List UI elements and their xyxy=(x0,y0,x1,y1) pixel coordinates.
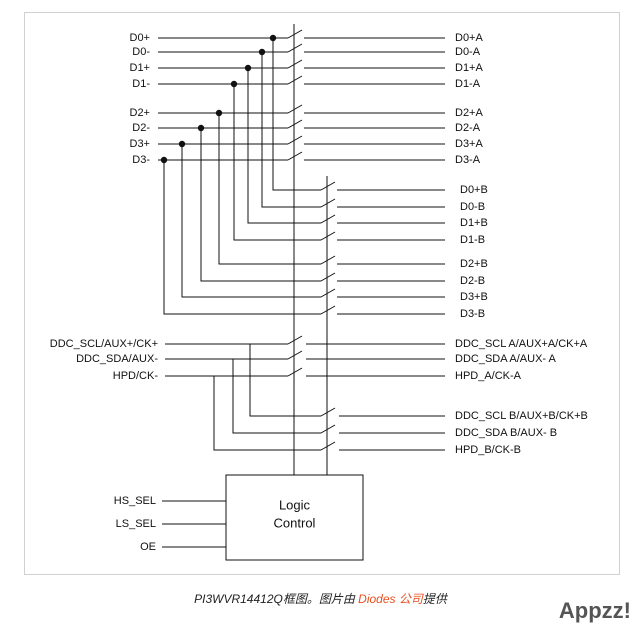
port-b-label-0: D0+B xyxy=(460,184,488,196)
aux-b-label-1: DDC_SDA B/AUX- B xyxy=(455,427,557,439)
control-input-label-1: LS_SEL xyxy=(116,518,156,530)
aux-a-label-2: HPD_A/CK-A xyxy=(455,370,522,382)
control-input-label-2: OE xyxy=(140,541,156,553)
aux-switch-a-blade-1 xyxy=(287,350,303,360)
block-diagram: D0+ D0+A D0+B D0- D0-A D0-B D1+ D1+A D1+B D1- D1-A… xyxy=(50,24,588,561)
aux-bus-to-b-0 xyxy=(249,344,321,417)
watermark-logo: Appzz! xyxy=(558,598,631,623)
switch-a-blade-4 xyxy=(287,104,303,114)
bus-to-port-b-7 xyxy=(163,160,321,315)
logic-label-line1: Logic xyxy=(279,497,311,512)
port-b-label-1: D0-B xyxy=(460,201,485,213)
bus-to-port-b-2 xyxy=(247,68,321,224)
switch-a-blade-0 xyxy=(287,29,303,39)
switch-b-blade-2 xyxy=(320,214,336,224)
switch-a-blade-2 xyxy=(287,59,303,69)
port-a-label-0: D0+A xyxy=(455,32,483,44)
port-a-label-3: D1-A xyxy=(455,78,481,90)
port-b-label-6: D3+B xyxy=(460,291,488,303)
aux-a-label-0: DDC_SCL A/AUX+A/CK+A xyxy=(455,338,588,350)
switch-b-blade-1 xyxy=(320,198,336,208)
bus-to-port-b-1 xyxy=(261,52,321,208)
bus-to-port-b-5 xyxy=(200,128,321,282)
bus-to-port-b-4 xyxy=(218,113,321,265)
port-a-label-6: D3+A xyxy=(455,138,483,150)
aux-b-label-2: HPD_B/CK-B xyxy=(455,444,521,456)
logic-label-line2: Control xyxy=(274,515,316,530)
switch-a-blade-3 xyxy=(287,75,303,85)
aux-bus-to-b-1 xyxy=(232,359,321,434)
port-a-label-4: D2+A xyxy=(455,107,483,119)
input-label-1: D0- xyxy=(132,46,150,58)
switch-b-blade-5 xyxy=(320,272,336,282)
aux-switch-a-blade-0 xyxy=(287,335,303,345)
port-a-label-7: D3-A xyxy=(455,154,481,166)
input-label-4: D2+ xyxy=(130,107,151,119)
figure-caption: PI3WVR14412Q框图。图片由 Diodes 公司提供 xyxy=(0,590,641,607)
input-label-7: D3- xyxy=(132,154,150,166)
switch-a-blade-1 xyxy=(287,43,303,53)
port-b-label-3: D1-B xyxy=(460,234,485,246)
aux-a-label-1: DDC_SDA A/AUX- A xyxy=(455,353,557,365)
bus-to-port-b-6 xyxy=(181,144,321,298)
aux-switch-b-blade-1 xyxy=(320,424,336,434)
aux-input-label-2: HPD/CK- xyxy=(113,370,159,382)
port-b-label-4: D2+B xyxy=(460,258,488,270)
switch-b-blade-4 xyxy=(320,255,336,265)
port-a-label-2: D1+A xyxy=(455,62,483,74)
caption-link-diodes[interactable]: Diodes 公司 xyxy=(358,592,423,606)
port-b-label-5: D2-B xyxy=(460,275,485,287)
input-label-5: D2- xyxy=(132,122,150,134)
switch-b-blade-6 xyxy=(320,288,336,298)
caption-suffix: 提供 xyxy=(422,592,447,606)
bus-to-port-b-3 xyxy=(233,84,321,241)
caption-prefix: PI3WVR14412Q框图。图片由 xyxy=(194,592,359,606)
logic-control-block xyxy=(225,474,364,561)
port-b-label-2: D1+B xyxy=(460,217,488,229)
aux-switch-a-blade-2 xyxy=(287,367,303,377)
input-label-3: D1- xyxy=(132,78,150,90)
input-label-6: D3+ xyxy=(130,138,151,150)
switch-a-blade-6 xyxy=(287,135,303,145)
control-input-label-0: HS_SEL xyxy=(114,495,156,507)
aux-bus-to-b-2 xyxy=(213,376,321,451)
bus-to-port-b-0 xyxy=(272,38,321,191)
switch-b-blade-3 xyxy=(320,231,336,241)
input-label-2: D1+ xyxy=(130,62,151,74)
port-a-label-1: D0-A xyxy=(455,46,481,58)
aux-b-label-0: DDC_SCL B/AUX+B/CK+B xyxy=(455,410,588,422)
switch-a-blade-7 xyxy=(287,151,303,161)
aux-switch-b-blade-2 xyxy=(320,441,336,451)
switch-b-blade-0 xyxy=(320,181,336,191)
aux-switch-b-blade-0 xyxy=(320,407,336,417)
port-b-label-7: D3-B xyxy=(460,308,485,320)
switch-a-blade-5 xyxy=(287,119,303,129)
port-a-label-5: D2-A xyxy=(455,122,481,134)
aux-input-label-1: DDC_SDA/AUX- xyxy=(76,353,158,365)
switch-b-blade-7 xyxy=(320,305,336,315)
input-label-0: D0+ xyxy=(130,32,151,44)
aux-input-label-0: DDC_SCL/AUX+/CK+ xyxy=(50,338,158,350)
